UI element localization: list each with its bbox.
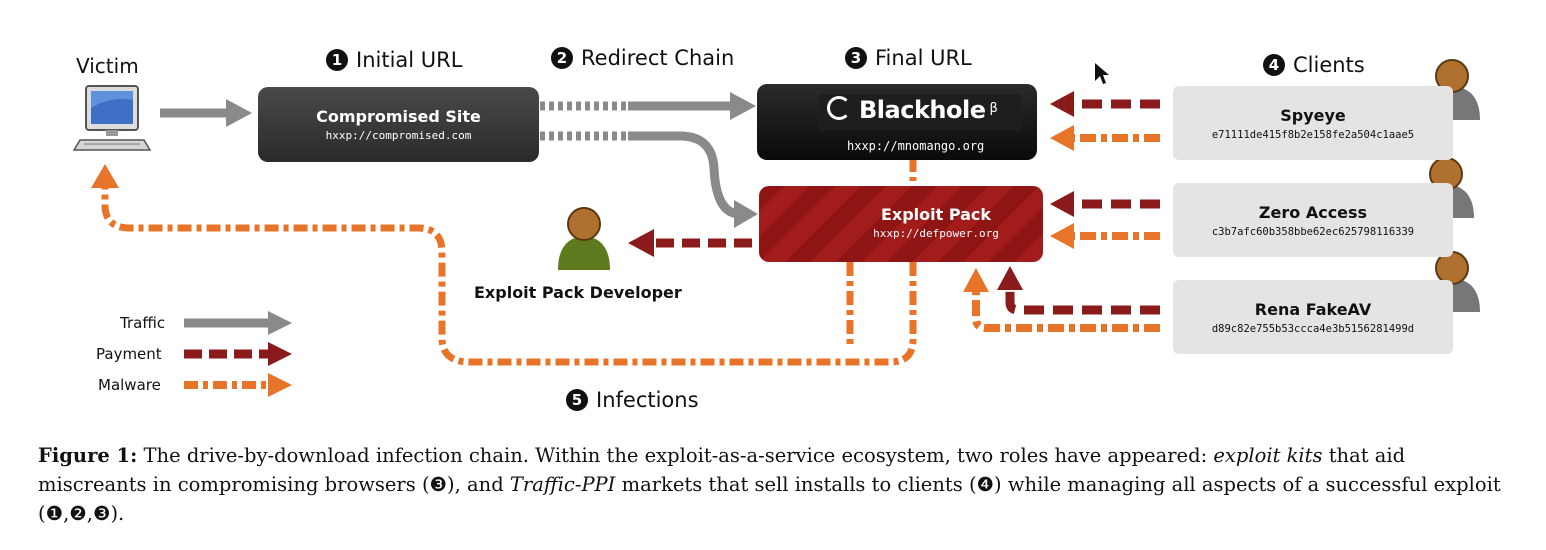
step-5-label: 5 Infections [566, 388, 699, 412]
figure-caption: Figure 1: The drive-by-download infectio… [38, 441, 1518, 528]
step-4-label: 4 Clients [1263, 53, 1365, 77]
client-hash: c3b7afc60b358bbe62ec625798116339 [1211, 226, 1415, 238]
computer-icon [72, 85, 152, 151]
legend-traffic-swatch [184, 311, 292, 335]
blackhole-logo-text: Blackhole [859, 96, 986, 124]
malware-arrow-spyeye [1050, 125, 1160, 151]
client-hash: d89c82e755b53ccca4e3b5156281499d [1211, 323, 1415, 335]
developer-avatar-icon [558, 207, 610, 270]
caption-text-3: markets that sell installs to clients (❹… [38, 473, 1501, 525]
legend-payment-swatch [184, 342, 292, 366]
malware-arrow-zero-access [1050, 223, 1160, 249]
victim-label: Victim [76, 54, 139, 78]
step-1-number: 1 [326, 49, 348, 71]
exploit-pack-url: hxxp://defpower.org [873, 227, 999, 240]
step-1-label: 1 Initial URL [326, 48, 462, 72]
step-5-number: 5 [566, 389, 588, 411]
caption-emphasis-2: Traffic-PPI [509, 473, 616, 496]
step-4-text: Clients [1293, 53, 1365, 77]
client-box-rena-fakeav: Rena FakeAV d89c82e755b53ccca4e3b5156281… [1173, 280, 1453, 354]
exploit-pack-title: Exploit Pack [880, 205, 992, 224]
legend-malware-swatch [184, 373, 292, 397]
redirect-chain-arrow-to-blackhole [540, 92, 756, 120]
developer-label: Exploit Pack Developer [474, 283, 682, 302]
compromised-site-box: Compromised Site hxxp://compromised.com [258, 87, 539, 162]
exploit-pack-box: Exploit Pack hxxp://defpower.org [759, 186, 1043, 262]
caption-label: Figure 1: [38, 444, 138, 467]
step-2-text: Redirect Chain [581, 46, 735, 70]
client-name: Zero Access [1258, 203, 1368, 222]
step-3-number: 3 [845, 47, 867, 69]
payment-arrow-zero-access [1050, 191, 1160, 217]
legend-traffic-label: Traffic [120, 314, 166, 332]
step-4-number: 4 [1263, 54, 1285, 76]
legend-malware-label: Malware [98, 376, 161, 394]
blackhole-logo-panel [819, 94, 1021, 130]
step-2-label: 2 Redirect Chain [551, 46, 734, 70]
compromised-site-title: Compromised Site [316, 107, 481, 126]
client-box-spyeye: Spyeye e71111de415f8b2e158fe2a504c1aae5 [1173, 86, 1453, 160]
step-1-text: Initial URL [356, 48, 463, 72]
redirect-chain-arrow-to-exploit-pack [540, 131, 758, 228]
caption-text-1: The drive-by-download infection chain. W… [137, 444, 1214, 467]
payment-arrow-rena-fakeav [997, 266, 1160, 315]
step-3-text: Final URL [875, 46, 972, 70]
blackhole-logo-icon [827, 96, 851, 120]
step-5-text: Infections [596, 388, 699, 412]
compromised-site-url: hxxp://compromised.com [325, 129, 472, 142]
client-box-zero-access: Zero Access c3b7afc60b358bbe62ec62579811… [1173, 183, 1453, 257]
payment-arrow-to-developer [628, 229, 752, 257]
blackhole-logo-superscript: β [989, 100, 998, 116]
caption-emphasis-1: exploit kits [1213, 444, 1323, 467]
blackhole-url: hxxp://mnomango.org [847, 139, 985, 153]
client-name: Rena FakeAV [1254, 300, 1372, 319]
caption-text-2: that aid miscreants in compromising brow… [38, 444, 1406, 496]
client-hash: e71111de415f8b2e158fe2a504c1aae5 [1211, 129, 1415, 141]
infections-path [91, 164, 917, 366]
mouse-cursor-icon [1095, 63, 1109, 84]
legend-payment-label: Payment [96, 345, 162, 363]
client-name: Spyeye [1280, 106, 1346, 125]
traffic-arrow-victim-to-site [160, 99, 252, 127]
step-2-number: 2 [551, 47, 573, 69]
malware-arrow-rena-fakeav [963, 268, 1160, 332]
step-3-label: 3 Final URL [845, 46, 972, 70]
payment-arrow-spyeye [1050, 91, 1160, 117]
